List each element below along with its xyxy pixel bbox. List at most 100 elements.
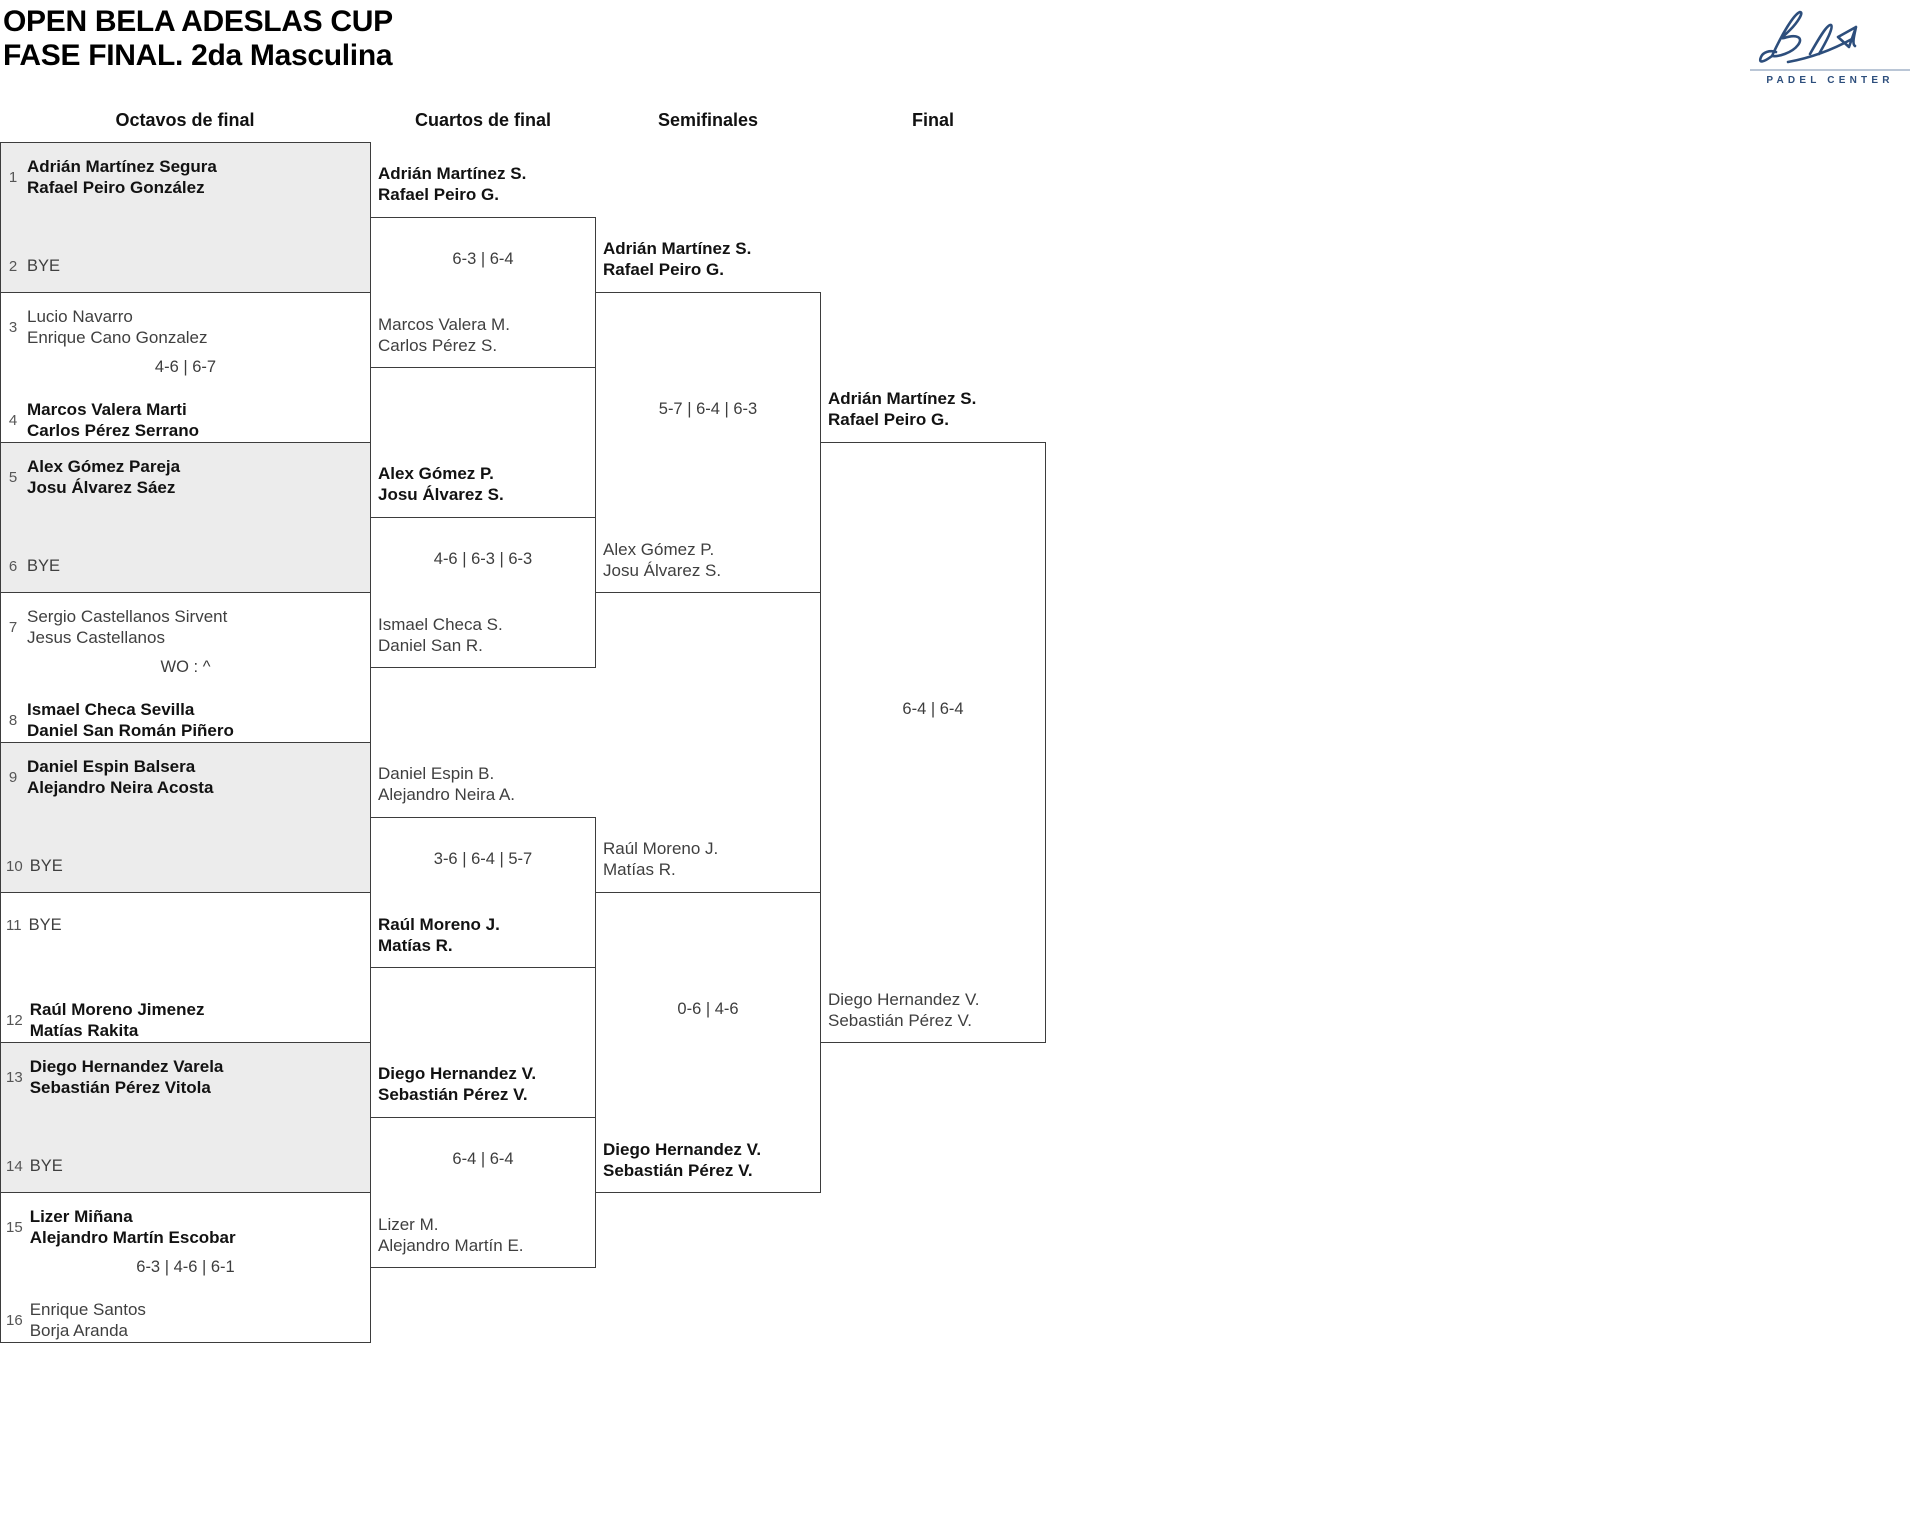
team-slot-7: 7 Sergio Castellanos Sirvent Jesus Caste… xyxy=(1,606,370,648)
cuartos-match-3: Daniel Espin B. Alejandro Neira A. 3-6 |… xyxy=(370,764,596,968)
semifinal-match-1: Adrián Martínez S. Rafael Peiro G. 5-7 |… xyxy=(595,239,821,593)
player-name: Enrique Cano Gonzalez xyxy=(27,328,208,347)
team-slot-1: 1 Adrián Martínez Segura Rafael Peiro Go… xyxy=(1,156,370,198)
round-header-semifinales: Semifinales xyxy=(657,110,759,130)
player-name: Enrique Santos xyxy=(29,1300,146,1319)
match-score: 6-3 | 4-6 | 6-1 xyxy=(136,1258,235,1276)
team-names: Enrique Santos Borja Aranda xyxy=(30,1299,146,1341)
player-name: Lucio Navarro xyxy=(27,307,133,326)
team-names: Marcos Valera Marti Carlos Pérez Serrano xyxy=(27,399,199,441)
team-names: Raúl Moreno J. Matías R. xyxy=(603,838,718,880)
player-name: Carlos Pérez S. xyxy=(378,336,498,355)
player-name: Alex Gómez Pareja xyxy=(27,457,181,476)
team-slot-4: 4 Marcos Valera Marti Carlos Pérez Serra… xyxy=(1,399,370,441)
player-name: Ismael Checa Sevilla xyxy=(27,700,195,719)
octavos-match-3: 5 Alex Gómez Pareja Josu Álvarez Sáez 6 … xyxy=(0,442,371,593)
team-slot-11-bye: 11 BYE xyxy=(1,916,370,935)
seed-number: 3 xyxy=(8,318,18,336)
player-name: Rafael Peiro G. xyxy=(828,410,949,429)
player-name: Alejandro Martín Escobar xyxy=(29,1228,236,1247)
round-header-cuartos: Cuartos de final xyxy=(414,110,552,130)
player-name: Josu Álvarez S. xyxy=(603,561,722,580)
team-names: Lizer M. Alejandro Martín E. xyxy=(378,1214,524,1256)
octavos-match-4: 7 Sergio Castellanos Sirvent Jesus Caste… xyxy=(0,592,371,743)
seed-number: 6 xyxy=(8,558,18,575)
team-names: Diego Hernandez V. Sebastián Pérez V. xyxy=(603,1139,761,1181)
seed-number: 16 xyxy=(6,1311,23,1329)
bela-padel-center-logo: PADEL CENTER xyxy=(1748,6,1912,86)
player-name: Alex Gómez P. xyxy=(378,464,494,483)
bye-label: BYE xyxy=(29,857,63,875)
player-name: Lizer Miñana xyxy=(29,1207,133,1226)
team-names: Daniel Espin Balsera Alejandro Neira Aco… xyxy=(27,756,213,798)
team-names: Diego Hernandez V. Sebastián Pérez V. xyxy=(828,989,980,1031)
player-name: Matías R. xyxy=(603,860,676,879)
player-name: Ismael Checa S. xyxy=(378,615,503,634)
seed-number: 11 xyxy=(6,917,22,934)
team-slot-14-bye: 14 BYE xyxy=(1,1157,370,1176)
cuartos-match-4: Diego Hernandez V. Sebastián Pérez V. 6-… xyxy=(370,1064,596,1268)
seed-number: 14 xyxy=(6,1158,23,1175)
player-name: Borja Aranda xyxy=(29,1321,128,1340)
player-name: Sergio Castellanos Sirvent xyxy=(27,607,228,626)
team-names: Adrián Martínez Segura Rafael Peiro Gonz… xyxy=(27,156,217,198)
bye-label: BYE xyxy=(29,1157,63,1175)
team-names: Adrián Martínez S. Rafael Peiro G. xyxy=(828,388,976,430)
round-header-octavos: Octavos de final xyxy=(115,110,255,130)
player-name: Josu Álvarez S. xyxy=(378,485,504,504)
player-name: Adrián Martínez S. xyxy=(378,164,527,183)
team-names: Raúl Moreno J. Matías R. xyxy=(378,914,500,956)
player-name: Sebastián Pérez V. xyxy=(378,1085,528,1104)
team-slot-5: 5 Alex Gómez Pareja Josu Álvarez Sáez xyxy=(1,456,370,498)
semifinal-match-2: Raúl Moreno J. Matías R. 0-6 | 4-6 Diego… xyxy=(595,839,821,1193)
match-score: 4-6 | 6-3 | 6-3 xyxy=(433,550,533,568)
octavos-match-8: 15 Lizer Miñana Alejandro Martín Escobar… xyxy=(0,1192,371,1343)
player-name: Alex Gómez P. xyxy=(603,540,715,559)
final-match: Adrián Martínez S. Rafael Peiro G. 6-4 |… xyxy=(820,389,1046,1043)
player-name: Alejandro Neira A. xyxy=(378,785,516,804)
seed-number: 15 xyxy=(6,1218,23,1236)
player-name: Daniel San Román Piñero xyxy=(27,721,234,740)
seed-number: 5 xyxy=(8,468,18,486)
player-name: Adrián Martínez S. xyxy=(828,389,977,408)
player-name: Marcos Valera Marti xyxy=(27,400,187,419)
player-name: Raúl Moreno J. xyxy=(378,915,500,934)
team-names: Diego Hernandez Varela Sebastián Pérez V… xyxy=(30,1056,224,1098)
match-score: 6-4 | 6-4 xyxy=(902,700,964,718)
team-names: Alex Gómez Pareja Josu Álvarez Sáez xyxy=(27,456,180,498)
team-slot-16: 16 Enrique Santos Borja Aranda xyxy=(1,1299,370,1341)
team-names: Alex Gómez P. Josu Álvarez S. xyxy=(378,463,504,505)
match-score: 5-7 | 6-4 | 6-3 xyxy=(658,400,758,418)
player-name: Sebastián Pérez Vitola xyxy=(29,1078,211,1097)
padel-center-label: PADEL CENTER xyxy=(1766,75,1893,86)
player-name: Rafael Peiro González xyxy=(27,178,205,197)
player-name: Diego Hernandez V. xyxy=(828,990,980,1009)
seed-number: 2 xyxy=(8,258,18,275)
tournament-phase: FASE FINAL. 2da Masculina xyxy=(3,39,393,72)
team-names: Sergio Castellanos Sirvent Jesus Castell… xyxy=(27,606,227,648)
player-name: Alejandro Neira Acosta xyxy=(27,778,214,797)
team-slot-15: 15 Lizer Miñana Alejandro Martín Escobar xyxy=(1,1206,370,1248)
player-name: Raúl Moreno Jimenez xyxy=(29,1000,205,1019)
team-names: Adrián Martínez S. Rafael Peiro G. xyxy=(603,238,751,280)
player-name: Raúl Moreno J. xyxy=(603,839,719,858)
bye-label: BYE xyxy=(27,557,61,575)
player-name: Diego Hernandez V. xyxy=(603,1140,762,1159)
team-names: Adrián Martínez S. Rafael Peiro G. xyxy=(378,163,526,205)
seed-number: 13 xyxy=(6,1068,23,1086)
seed-number: 7 xyxy=(8,618,18,636)
team-names: Ismael Checa Sevilla Daniel San Román Pi… xyxy=(27,699,234,741)
octavos-match-2: 3 Lucio Navarro Enrique Cano Gonzalez 4-… xyxy=(0,292,371,443)
page-title: OPEN BELA ADESLAS CUP FASE FINAL. 2da Ma… xyxy=(3,5,393,73)
match-score: 4-6 | 6-7 xyxy=(154,358,217,376)
player-name: Marcos Valera M. xyxy=(378,315,510,334)
player-name: Rafael Peiro G. xyxy=(603,260,724,279)
team-names: Ismael Checa S. Daniel San R. xyxy=(378,614,503,656)
team-names: Raúl Moreno Jimenez Matías Rakita xyxy=(30,999,205,1041)
player-name: Diego Hernandez Varela xyxy=(29,1057,224,1076)
team-names: Marcos Valera M. Carlos Pérez S. xyxy=(378,314,510,356)
team-names: Lucio Navarro Enrique Cano Gonzalez xyxy=(27,306,208,348)
team-slot-10-bye: 10 BYE xyxy=(1,857,370,876)
bye-label: BYE xyxy=(28,916,62,934)
